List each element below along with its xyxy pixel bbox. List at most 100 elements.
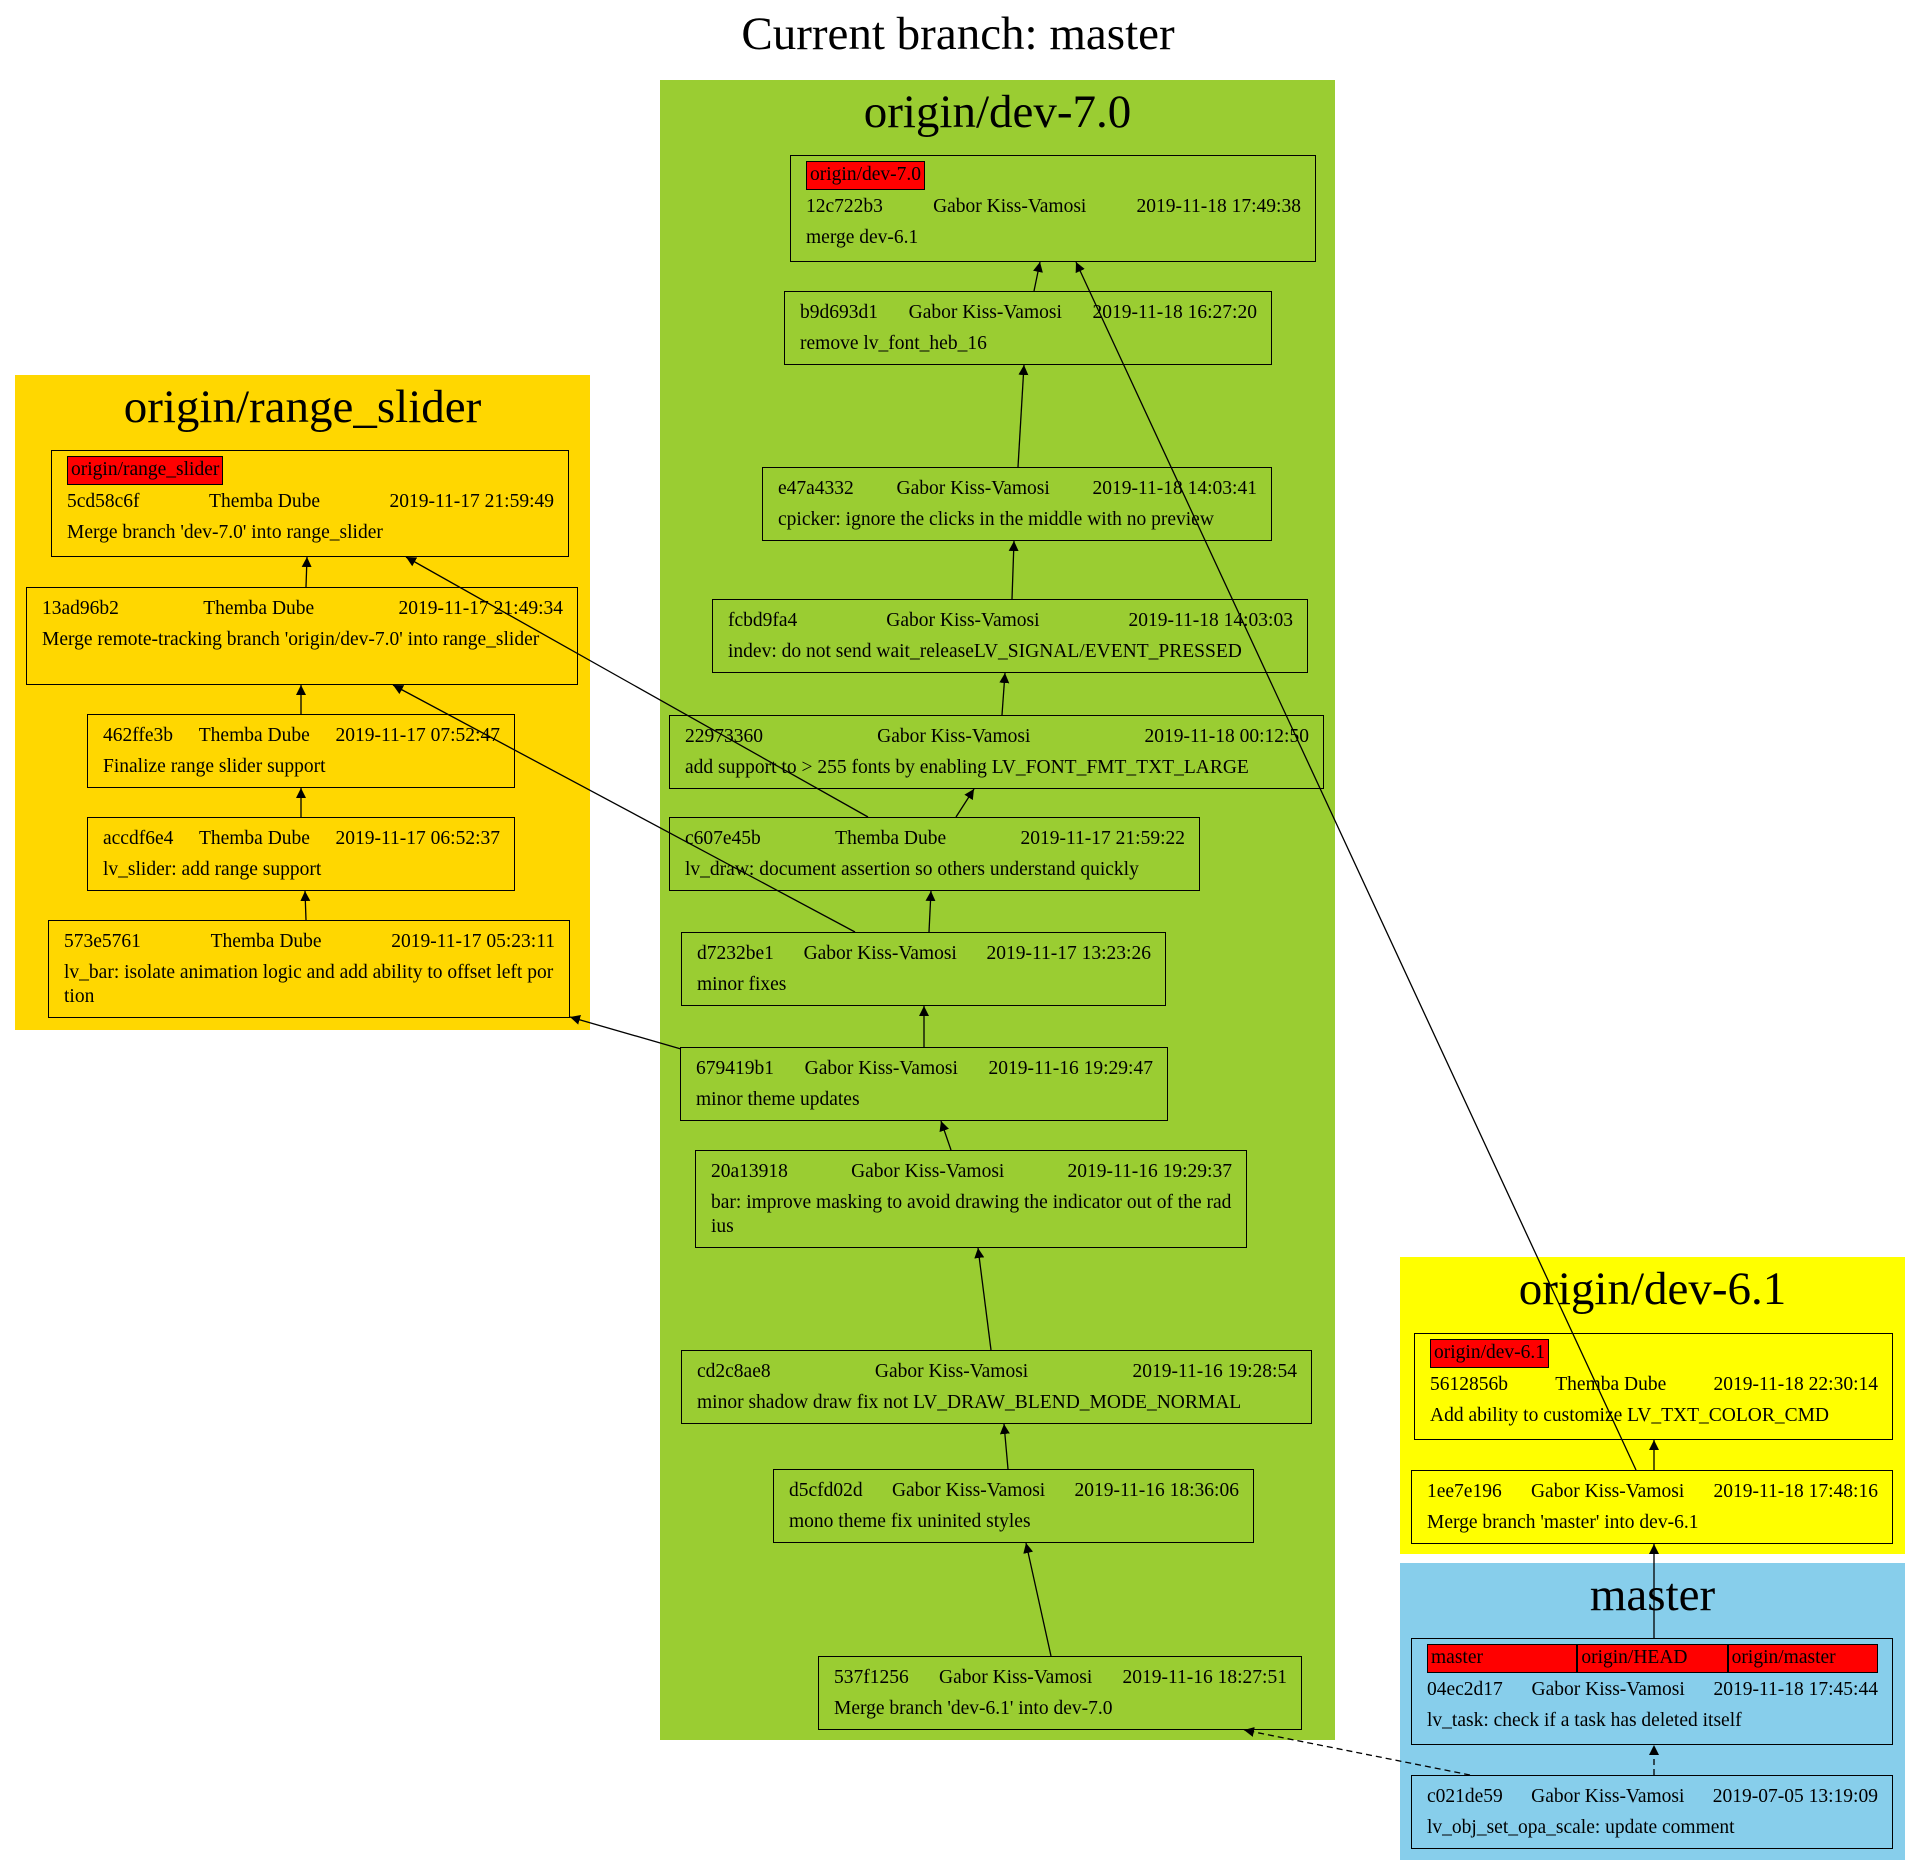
page-title: Current branch: master — [741, 8, 1175, 60]
commit-message: Merge branch 'dev-6.1' into dev-7.0 — [834, 1698, 1113, 1719]
parent-edge — [1017, 364, 1029, 468]
commit-author: Gabor Kiss-Vamosi — [874, 1361, 1029, 1382]
cluster-dev-7-0: origin/dev-7.0 — [660, 80, 1335, 1740]
commit-hash: d5cfd02d — [789, 1480, 863, 1501]
commit-author: Themba Dube — [209, 491, 321, 512]
commit-date: 2019-11-18 22:30:14 — [1713, 1374, 1878, 1395]
commit-header: d5cfd02d Gabor Kiss-Vamosi 2019-11-16 18:3… — [789, 1475, 1239, 1506]
commit-date: 2019-11-16 19:29:37 — [1067, 1161, 1232, 1182]
commit-hash: accdf6e4 — [103, 828, 174, 849]
commit-date: 2019-11-18 17:48:16 — [1713, 1481, 1878, 1502]
ref-label[interactable]: origin/dev-6.1 — [1430, 1339, 1550, 1368]
commit-author: Gabor Kiss-Vamosi — [1531, 1679, 1685, 1700]
parent-edge — [925, 890, 936, 933]
parent-edge — [1075, 261, 1637, 1471]
commit-message: Finalize range slider support — [103, 756, 326, 777]
parent-edge — [999, 1423, 1010, 1470]
ref-label[interactable]: origin/master — [1727, 1644, 1878, 1673]
commit-message: lv_obj_set_opa_scale: update comment — [1427, 1817, 1735, 1838]
commit-date: 2019-11-18 16:27:20 — [1092, 302, 1257, 323]
commit-date: 2019-11-16 19:29:47 — [988, 1058, 1153, 1079]
commit-hash: c021de59 — [1427, 1786, 1503, 1807]
ref-label[interactable]: origin/HEAD — [1577, 1644, 1728, 1673]
commit-hash: 1ee7e196 — [1427, 1481, 1502, 1502]
commit-date: 2019-11-18 17:49:38 — [1136, 196, 1301, 217]
commit-message: minor fixes — [697, 974, 787, 995]
commit-node[interactable]: d5cfd02d Gabor Kiss-Vamosi 2019-11-16 18:3… — [773, 1469, 1254, 1543]
commit-hash: 5cd58c6f — [67, 491, 140, 512]
commit-message: lv_bar: isolate animation logic and add … — [64, 962, 554, 1007]
commit-author: Gabor Kiss-Vamosi — [851, 1161, 1005, 1182]
commit-hash: cd2c8ae8 — [697, 1361, 771, 1382]
commit-hash: 679419b1 — [696, 1058, 774, 1079]
commit-author: Gabor Kiss-Vamosi — [877, 726, 1031, 747]
commit-date: 2019-11-18 14:03:03 — [1128, 610, 1293, 631]
ref-labels: origin/range_slider — [67, 456, 554, 485]
commit-message: minor shadow draw fix not LV_DRAW_BLEND_… — [697, 1392, 1242, 1413]
commit-hash: 462ffe3b — [103, 725, 174, 746]
commit-hash: 537f1256 — [834, 1667, 909, 1688]
commit-author: Themba Dube — [1555, 1374, 1667, 1395]
commit-message: bar: improve masking to avoid drawing th… — [711, 1192, 1232, 1237]
commit-message: remove lv_font_heb_16 — [800, 333, 987, 354]
commit-message: Add ability to customize LV_TXT_COLOR_CM… — [1430, 1405, 1830, 1426]
cluster-title: master — [1589, 1569, 1716, 1621]
commit-hash: 573e5761 — [64, 931, 141, 952]
commit-date: 2019-11-18 17:45:44 — [1713, 1679, 1878, 1700]
parent-edge — [974, 1247, 992, 1351]
commit-author: Gabor Kiss-Vamosi — [891, 1480, 1046, 1501]
commit-node[interactable]: 20a13918 Gabor Kiss-Vamosi 2019-11-16 19:2… — [695, 1150, 1247, 1248]
commit-date: 2019-11-17 13:23:26 — [986, 943, 1151, 964]
commit-hash: 12c722b3 — [806, 196, 883, 217]
commit-hash: 13ad96b2 — [42, 598, 119, 619]
ref-label[interactable]: master — [1427, 1644, 1578, 1673]
commit-date: 2019-11-17 21:49:34 — [398, 598, 563, 619]
commit-date: 2019-11-17 07:52:47 — [335, 725, 500, 746]
commit-date: 2019-11-18 14:03:41 — [1092, 478, 1257, 499]
parent-edge — [1023, 1542, 1052, 1657]
commit-hash: 20a13918 — [711, 1161, 788, 1182]
commit-author: Themba Dube — [198, 828, 310, 849]
commit-message: lv_slider: add range support — [103, 859, 322, 880]
commit-date: 2019-11-16 18:36:06 — [1074, 1480, 1239, 1501]
commit-message: lv_task: check if a task has deleted its… — [1427, 1710, 1742, 1731]
cluster-title: origin/range_slider — [123, 381, 482, 433]
commit-hash: fcbd9fa4 — [728, 610, 798, 631]
ref-label[interactable]: origin/dev-7.0 — [806, 161, 926, 190]
parent-edge — [999, 672, 1010, 716]
cluster-title: origin/dev-7.0 — [863, 86, 1132, 138]
commit-date: 2019-07-05 13:19:09 — [1712, 1786, 1878, 1807]
commit-message: indev: do not send wait_releaseLV_SIGNAL… — [728, 641, 1242, 662]
ref-label[interactable]: origin/range_slider — [67, 456, 224, 485]
